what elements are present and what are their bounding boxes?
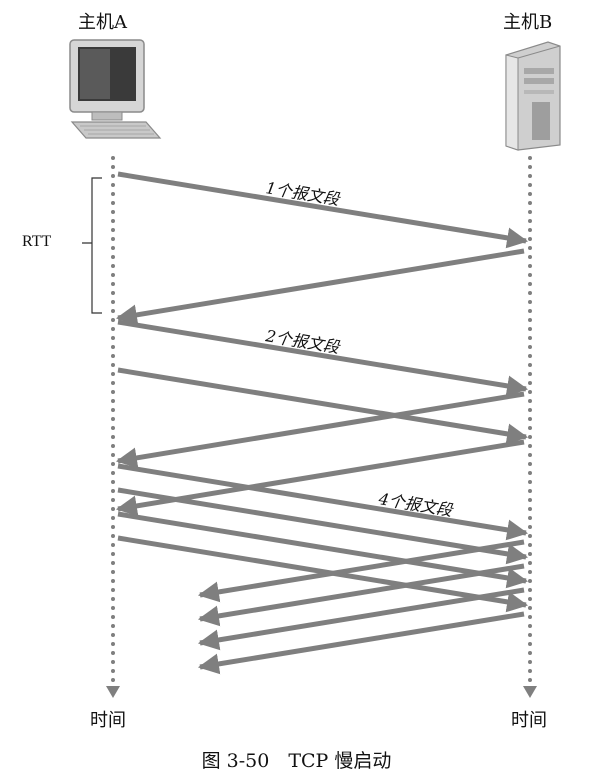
rtt-bracket [82, 177, 102, 314]
desktop-computer-icon [69, 39, 162, 139]
figure-caption: 图 3-50 TCP 慢启动 [201, 750, 392, 772]
segment-arrow [117, 367, 529, 445]
host-a-time-label: 时间 [90, 710, 126, 731]
round-2-segments [115, 319, 529, 517]
ack-arrow [197, 611, 525, 675]
round-3-segments [117, 463, 529, 675]
segment-arrow [117, 535, 529, 613]
segment-arrow [117, 319, 529, 397]
ack-arrow [115, 439, 525, 517]
host-a-label: 主机A [78, 12, 127, 33]
segment-arrow [117, 487, 529, 565]
host-b-label: 主机B [503, 12, 553, 33]
server-tower-icon [505, 41, 561, 151]
ack-arrow [115, 391, 525, 469]
ack-arrow [197, 587, 525, 651]
host-b-time-label: 时间 [511, 710, 547, 731]
host-a-time-arrowhead [106, 686, 120, 698]
segment-arrow [117, 511, 529, 589]
ack-arrow [115, 248, 525, 326]
ack-arrow [197, 563, 525, 627]
ack-arrow [197, 539, 525, 603]
segment-arrow [117, 463, 529, 541]
segment-arrow [117, 171, 529, 249]
rtt-label: RTT [22, 233, 52, 250]
round-1-segments [115, 171, 529, 326]
host-b-time-arrowhead [523, 686, 537, 698]
